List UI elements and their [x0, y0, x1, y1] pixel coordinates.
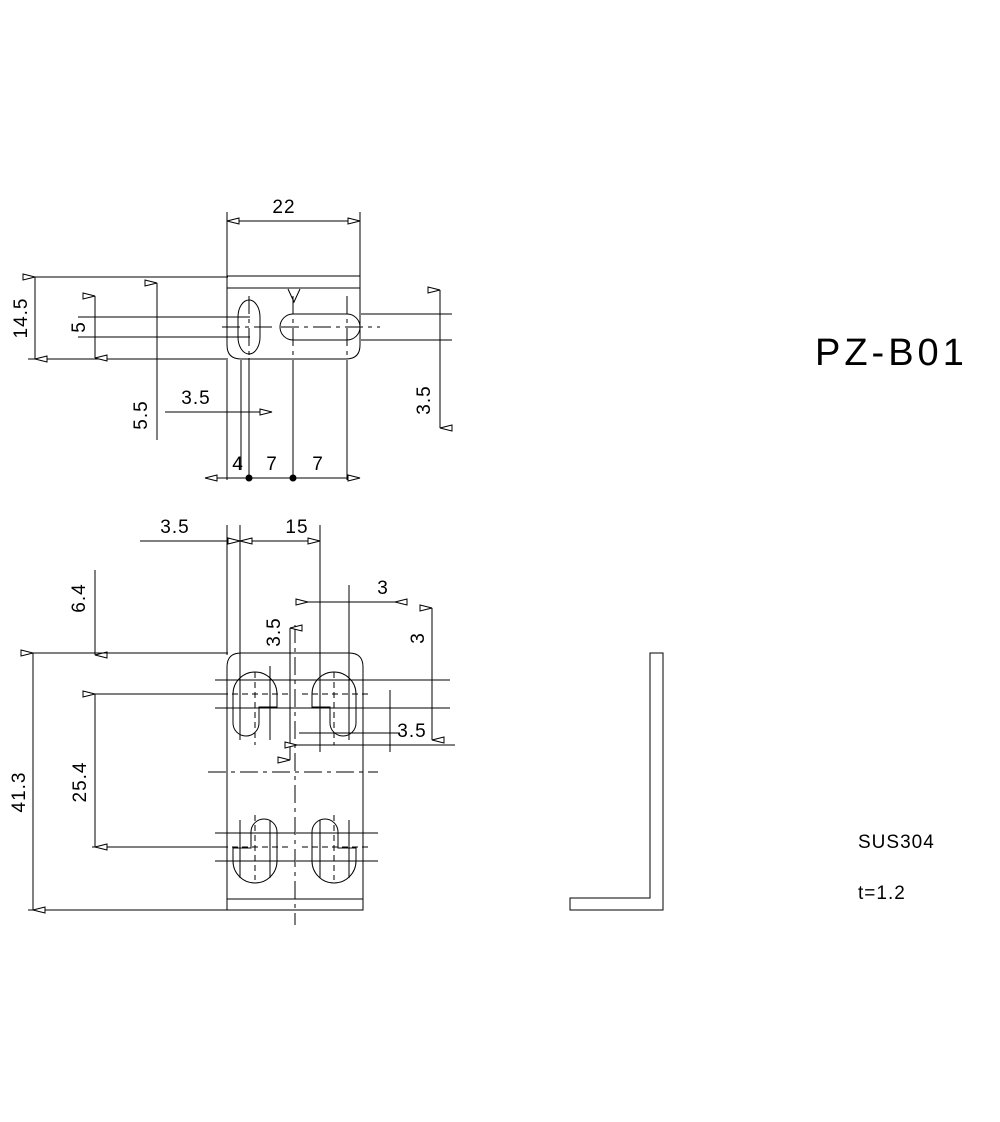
dim-chain-dot-2 — [289, 474, 297, 482]
top-view-plate-outline — [227, 276, 360, 359]
side-view-l-bracket — [570, 653, 663, 910]
dim-label-top-7b: 7 — [312, 454, 324, 475]
dim-label-top-3-5-right: 3.5 — [414, 385, 435, 414]
dim-label-front-3-5-v: 3.5 — [264, 617, 285, 646]
front-view: 3.5 15 3 3.5 3 — [9, 517, 455, 925]
dim-top-5: 5 — [69, 292, 250, 362]
dim-label-top-3-5-left: 3.5 — [181, 388, 210, 409]
material-note: SUS304 — [858, 832, 935, 853]
dim-label-front-41-3: 41.3 — [9, 772, 30, 813]
dim-label-top-22: 22 — [272, 197, 295, 218]
thickness-note: t=1.2 — [858, 883, 906, 904]
dim-front-3-5-lower: 3.5 — [284, 690, 455, 752]
top-view: 22 14.5 5 5.5 3.5 — [11, 197, 453, 482]
dim-label-top-4: 4 — [232, 454, 244, 475]
dim-label-front-25-4: 25.4 — [70, 762, 91, 803]
dim-front-41-3: 41.3 — [9, 649, 228, 914]
dim-chain-dot-1 — [245, 474, 253, 482]
dim-front-3-horizontal: 3 — [295, 578, 408, 668]
dim-label-top-7a: 7 — [266, 454, 278, 475]
dim-front-6-4: 6.4 — [69, 570, 108, 659]
dim-top-5-5: 5.5 — [131, 279, 158, 440]
dim-front-3-vertical: 3 — [364, 604, 450, 744]
dim-front-25-4: 25.4 — [70, 690, 228, 851]
top-view-slot-left — [222, 296, 276, 358]
dim-label-top-14-5: 14.5 — [11, 298, 32, 339]
part-title: PZ-B01 — [815, 332, 968, 374]
dim-top-14-5: 14.5 — [11, 273, 228, 363]
dim-top-3-5-right: 3.5 — [361, 286, 453, 432]
dim-label-front-3-5-a: 3.5 — [160, 517, 189, 538]
top-view-slot-right — [280, 296, 380, 360]
dim-label-top-5-5: 5.5 — [131, 400, 152, 429]
dim-label-front-3-h: 3 — [377, 578, 389, 599]
dim-top-chain: 4 7 7 — [204, 360, 361, 482]
front-view-keyhole-lower-left — [215, 815, 295, 883]
dim-top-3-5-left: 3.5 — [165, 358, 273, 480]
dim-label-front-3-5-lower: 3.5 — [397, 721, 426, 742]
dim-label-front-3-v: 3 — [408, 632, 429, 644]
dim-top-22: 22 — [226, 197, 361, 278]
dim-label-top-5: 5 — [69, 321, 90, 333]
front-view-keyhole-lower-right — [296, 815, 378, 883]
dim-front-top-chain: 3.5 15 — [140, 517, 321, 668]
dim-front-3-5-vertical: 3.5 — [264, 617, 320, 764]
dim-label-front-15: 15 — [285, 517, 308, 538]
dim-label-front-6-4: 6.4 — [69, 583, 90, 612]
